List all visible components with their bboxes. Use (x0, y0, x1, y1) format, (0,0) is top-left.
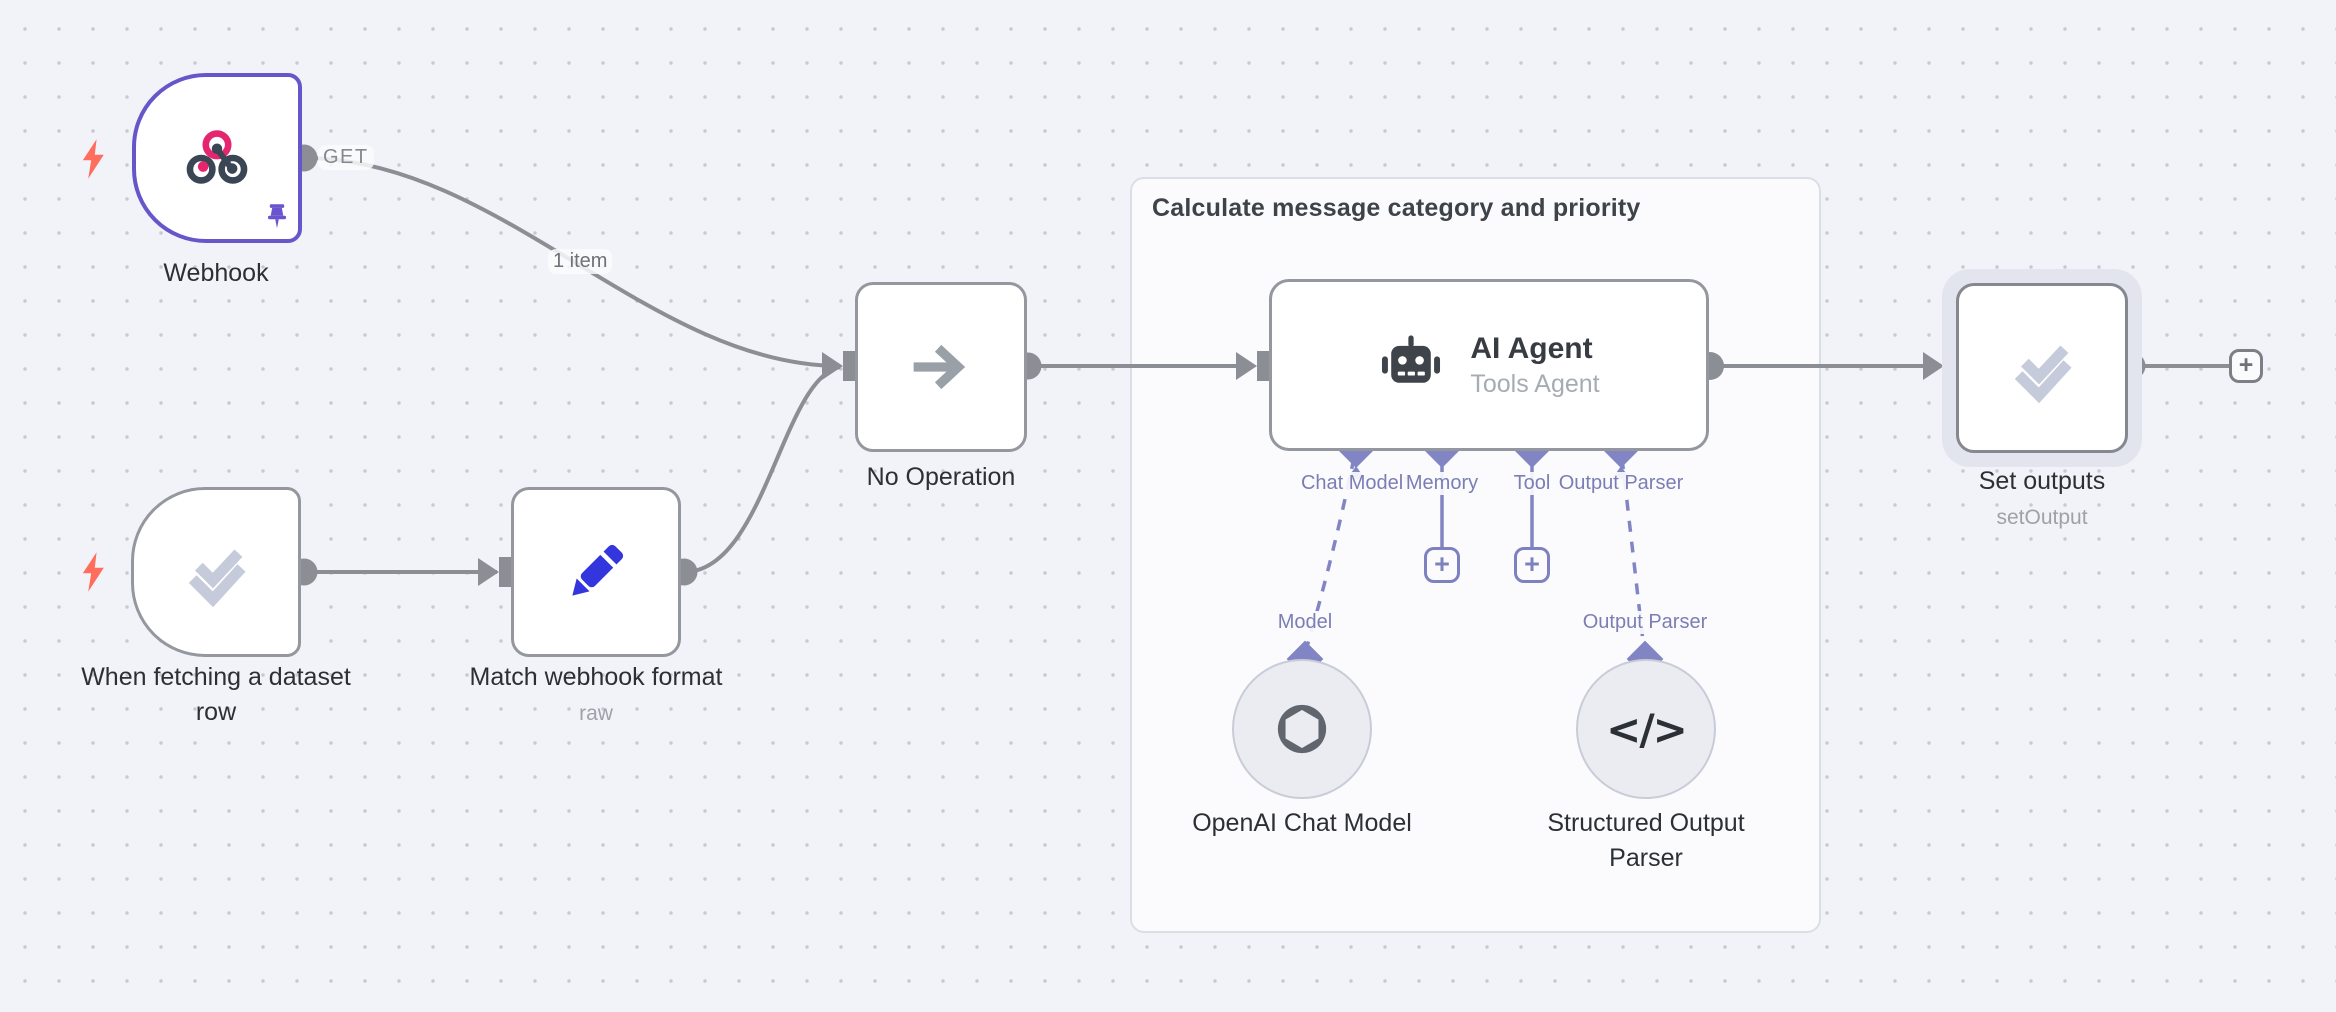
chat-model-port-label: Chat Model* (1297, 472, 1415, 495)
noop-label: No Operation (866, 463, 1016, 491)
pin-icon (268, 204, 286, 229)
trigger-bolt-icon (82, 139, 104, 179)
openai-logo-icon (1277, 704, 1327, 754)
double-check-icon (188, 549, 246, 608)
node-openai-chat-model[interactable] (1232, 659, 1372, 799)
set-outputs-label: Set outputs (1978, 467, 2106, 495)
add-memory-button[interactable]: + (1424, 547, 1460, 583)
structured-parser-label: Structured Output Parser (1547, 809, 1745, 872)
openai-label: OpenAI Chat Model (1192, 809, 1412, 837)
items-count-label: 1 item (548, 249, 613, 274)
add-tool-button[interactable]: + (1514, 547, 1550, 583)
code-icon: </> (1606, 704, 1688, 754)
add-node-button[interactable]: + (2229, 349, 2263, 383)
trigger-bolt-icon (82, 552, 104, 592)
memory-port-label: Memory (1402, 472, 1482, 495)
double-check-icon (2014, 345, 2072, 404)
agent-subtitle: Tools Agent (1470, 370, 1600, 398)
arrow-right-icon (913, 344, 966, 390)
output-parser-subport-label: Output Parser (1579, 611, 1711, 634)
webhook-label: Webhook (163, 259, 269, 287)
node-dataset-trigger[interactable] (131, 487, 301, 657)
model-subport-label: Model (1274, 611, 1336, 634)
node-match-webhook-format[interactable] (511, 487, 681, 657)
match-format-label: Match webhook format (469, 663, 723, 691)
output-parser-port-label: Output Parser (1555, 472, 1687, 495)
match-format-subtitle: raw (579, 702, 613, 725)
agent-title: AI Agent (1470, 332, 1593, 365)
edit-pencil-icon (572, 544, 624, 596)
node-set-outputs[interactable] (1956, 283, 2128, 453)
dataset-trigger-label: When fetching a dataset row (81, 663, 351, 726)
node-no-operation[interactable] (855, 282, 1027, 452)
robot-icon (1382, 335, 1441, 383)
tool-port-label: Tool (1510, 472, 1554, 495)
node-ai-agent[interactable]: AI Agent Tools Agent (1269, 279, 1709, 451)
group-title: Calculate message category and priority (1152, 194, 1641, 222)
node-structured-output-parser[interactable]: </> (1576, 659, 1716, 799)
webhook-method-label: GET (318, 145, 374, 170)
webhook-icon (186, 130, 248, 184)
node-webhook[interactable] (132, 73, 302, 243)
set-outputs-subtitle: setOutput (1996, 506, 2088, 529)
